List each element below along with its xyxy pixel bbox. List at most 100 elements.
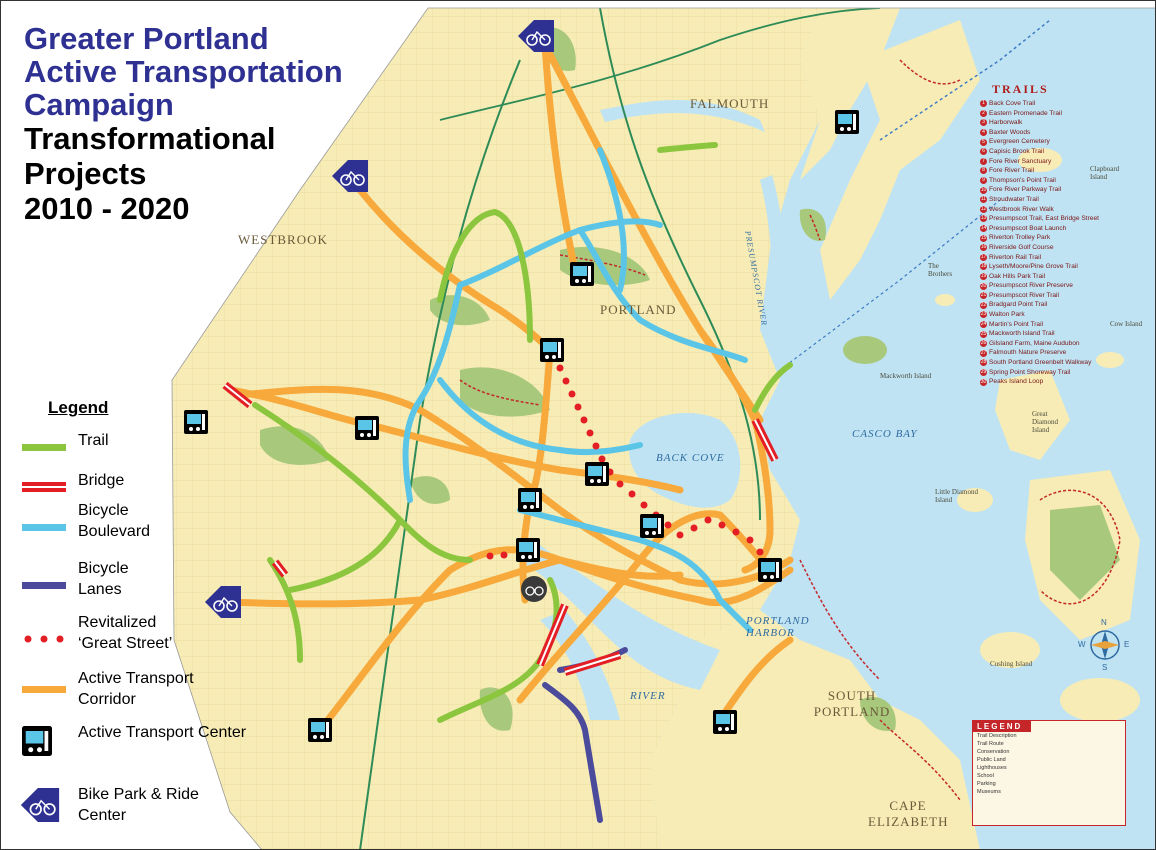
mackworth-island-shape: [843, 336, 887, 364]
bridge-swatch-icon: [22, 482, 66, 492]
town-label-south-portland: SOUTH PORTLAND: [813, 688, 891, 719]
bike-park-ride-icon[interactable]: [518, 20, 554, 52]
corridor-swatch-icon: [22, 686, 66, 693]
trail-name: Capisic Brook Trail: [989, 147, 1044, 155]
inset-legend-row: Trail Route: [977, 741, 1004, 747]
trail-number-badge: 21: [980, 292, 987, 300]
brothers-island-shape: [935, 294, 955, 306]
transport-center-icon[interactable]: [308, 718, 332, 742]
transport-center-icon[interactable]: [516, 538, 540, 562]
trail-number-badge: 12: [980, 205, 987, 213]
trail-name: Fore River Sanctuary: [989, 157, 1052, 165]
trail-name: Baxter Woods: [989, 128, 1031, 136]
trail-name: Eastern Promenade Trail: [989, 109, 1062, 117]
trail-number-badge: 13: [980, 215, 987, 223]
transport-center-icon[interactable]: [640, 514, 664, 538]
legend-item-bicycle-boulevard: Bicycle Boulevard: [16, 500, 246, 558]
boulevard-swatch-icon: [22, 524, 66, 531]
falmouth-shore: [800, 8, 900, 180]
dashed-trail: [899, 59, 961, 85]
trail-name: Spring Point Shoreway Trail: [989, 368, 1071, 376]
inset-legend-row: Museums: [977, 789, 1001, 795]
trail-route: [437, 209, 533, 343]
trail-route: [657, 142, 718, 153]
highway-route1: [439, 8, 881, 121]
ferry-route: [879, 19, 1051, 141]
trail-name: Mackworth Island Trail: [989, 330, 1055, 338]
trail-name: Falmouth Nature Preserve: [989, 349, 1067, 357]
dashed-trail: [459, 379, 541, 406]
trail-swatch-icon: [22, 444, 66, 451]
great-diamond-shape: [995, 370, 1070, 460]
transport-center-layer[interactable]: [184, 110, 859, 742]
inset-legend-row: Lighthouses: [977, 765, 1007, 771]
trail-number-badge: 25: [980, 330, 987, 338]
trail-name: Oak Hills Park Trail: [989, 272, 1046, 280]
trail-number-badge: 28: [980, 359, 987, 367]
water-label-casco-bay: CASCO BAY: [852, 428, 918, 440]
trail-name: Lyseth/Moore/Pine Grove Trail: [989, 263, 1078, 271]
south-portland-land: [650, 610, 980, 850]
boulevard-route: [402, 282, 463, 503]
transport-center-icon[interactable]: [355, 416, 379, 440]
trail-number-badge: 1: [980, 100, 987, 108]
compass-rose-icon: [1090, 630, 1120, 660]
compass-east: E: [1124, 640, 1130, 649]
dashed-trail: [809, 214, 821, 241]
trail-name: Harborwalk: [989, 119, 1023, 127]
inset-legend-row: Conservation: [977, 749, 1010, 755]
slide-title: Greater Portland Active Transportation C…: [24, 22, 343, 226]
bike-park-ride-icon[interactable]: [332, 160, 368, 192]
dashed-trail: [799, 559, 881, 681]
bike-park-ride-icon[interactable]: [521, 576, 547, 602]
corridor-route: [541, 41, 579, 274]
trail-name: Evergreen Cemetery: [989, 138, 1050, 146]
inset-legend-title: LEGEND: [973, 721, 1031, 732]
compass-south: S: [1102, 663, 1108, 672]
bike-park-ride-layer[interactable]: [205, 20, 554, 618]
trail-name: Bradgard Point Trail: [989, 301, 1048, 309]
legend-label: Bike Park & Ride Center: [78, 786, 199, 824]
transport-center-icon[interactable]: [184, 410, 208, 434]
boulevard-route: [517, 507, 753, 633]
trail-name: Back Cove Trail: [989, 100, 1036, 107]
bike-park-ride-icon[interactable]: [205, 586, 241, 618]
presumpscot-upper-water: [600, 100, 765, 132]
transport-center-icon[interactable]: [570, 262, 594, 286]
water-label-fore-river: RIVER: [630, 690, 666, 702]
trail-number-badge: 3: [980, 119, 987, 127]
transport-center-icon[interactable]: [713, 710, 737, 734]
town-label-westbrook: WESTBROOK: [238, 232, 328, 247]
great-street-swatch-icon: [24, 635, 64, 643]
compass-west: W: [1078, 640, 1086, 649]
capisic-park: [410, 476, 450, 504]
transport-center-icon[interactable]: [758, 558, 782, 582]
transport-center-icon[interactable]: [540, 338, 564, 362]
ferry-route-2: [779, 199, 1001, 371]
little-diamond-shape: [957, 488, 993, 512]
transport-center-icon[interactable]: [518, 488, 542, 512]
trail-name: Presumpscot Trail, East Bridge Street: [989, 215, 1099, 223]
compass-north: N: [1101, 618, 1107, 627]
transport-center-icon[interactable]: [835, 110, 859, 134]
transport-center-icon[interactable]: [585, 462, 609, 486]
title-line: Campaign: [24, 87, 174, 122]
trail-name: Presumpscot River Preserve: [989, 282, 1073, 290]
bike-lane-swatch-icon: [22, 582, 66, 589]
trails-list-title: TRAILS: [992, 82, 1049, 96]
trail-name: Gilsland Farm, Maine Audubon: [989, 339, 1080, 347]
